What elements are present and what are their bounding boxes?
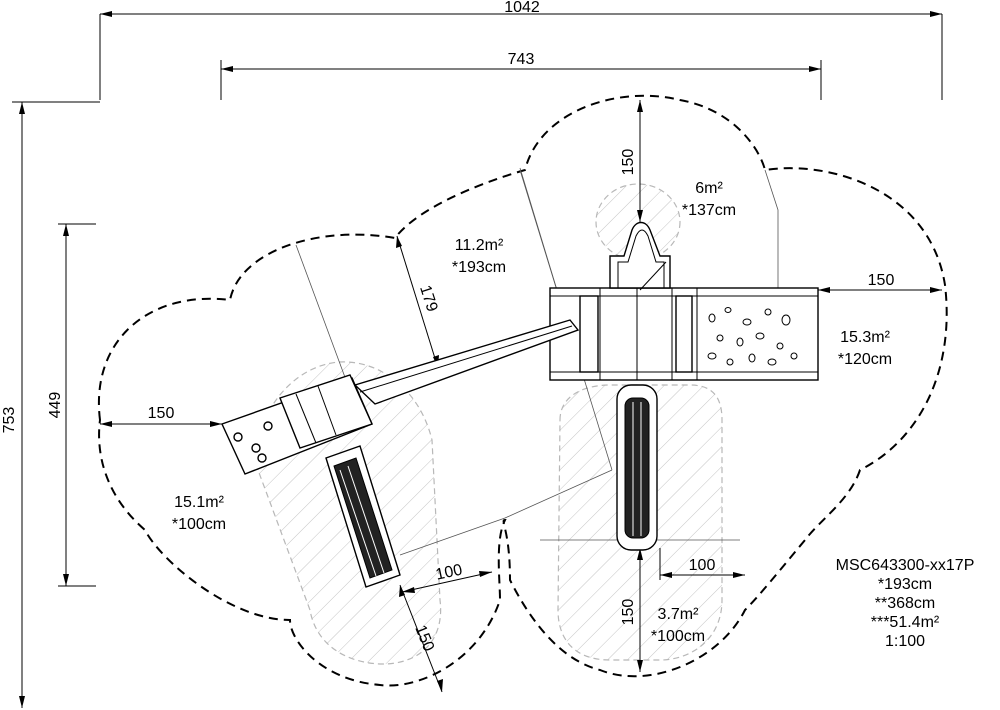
label-inner-width: 743 [508, 51, 535, 68]
left-slide [325, 445, 401, 588]
area-right-height: *120cm [838, 351, 892, 368]
area-upper-center-value: 11.2m² [455, 237, 504, 254]
dimension-slide-gap-right [659, 548, 745, 580]
dimension-slide-gap-left [401, 571, 493, 593]
label-overall-height: 753 [1, 407, 18, 434]
dimension-right-clearance [818, 287, 942, 293]
dimension-left-clearance [100, 421, 222, 427]
spec-area-total: ***51.4m² [870, 614, 940, 631]
area-top-height: *137cm [682, 202, 736, 219]
label-bottom-clearance-center: 150 [620, 599, 637, 626]
dimension-bottom-clearance-center [637, 548, 643, 672]
dimension-inner-width [220, 60, 822, 100]
spec-height-2: **368cm [874, 595, 936, 612]
area-upper-center-height: *193cm [452, 259, 506, 276]
spec-code: MSC643300-xx17P [835, 557, 975, 574]
climbing-wall [707, 307, 798, 366]
label-overall-width: 1042 [504, 0, 540, 16]
spec-height-1: *193cm [877, 576, 933, 593]
area-bottom-value: 3.7m² [658, 606, 700, 623]
dimension-top-clearance [637, 100, 643, 222]
dimension-overall-width [99, 11, 943, 100]
dimension-bottom-clearance-left [399, 584, 443, 693]
safety-zone-outline [97, 94, 948, 687]
area-left-height: *100cm [172, 516, 226, 533]
spec-block: MSC643300-xx17P *193cm **368cm ***51.4m²… [810, 556, 1000, 651]
center-slide [616, 384, 658, 551]
area-left-value: 15.1m² [174, 494, 224, 511]
label-slide-gap-left: 100 [434, 561, 464, 583]
left-platform [221, 374, 373, 475]
label-inner-height: 449 [47, 392, 64, 419]
area-right-value: 15.3m² [840, 329, 890, 346]
label-slide-gap-right: 100 [689, 557, 716, 574]
label-right-clearance: 150 [868, 272, 895, 289]
bridge-ramp [353, 319, 580, 405]
area-bottom-height: *100cm [651, 628, 705, 645]
spec-scale: 1:100 [884, 633, 926, 650]
main-tower [549, 287, 819, 381]
area-top-value: 6m² [695, 180, 723, 197]
top-arch-climber [609, 221, 671, 291]
label-left-clearance: 150 [148, 405, 175, 422]
dimension-inner-height [58, 223, 96, 587]
dimension-overall-height [12, 101, 100, 708]
label-top-clearance: 150 [620, 149, 637, 176]
